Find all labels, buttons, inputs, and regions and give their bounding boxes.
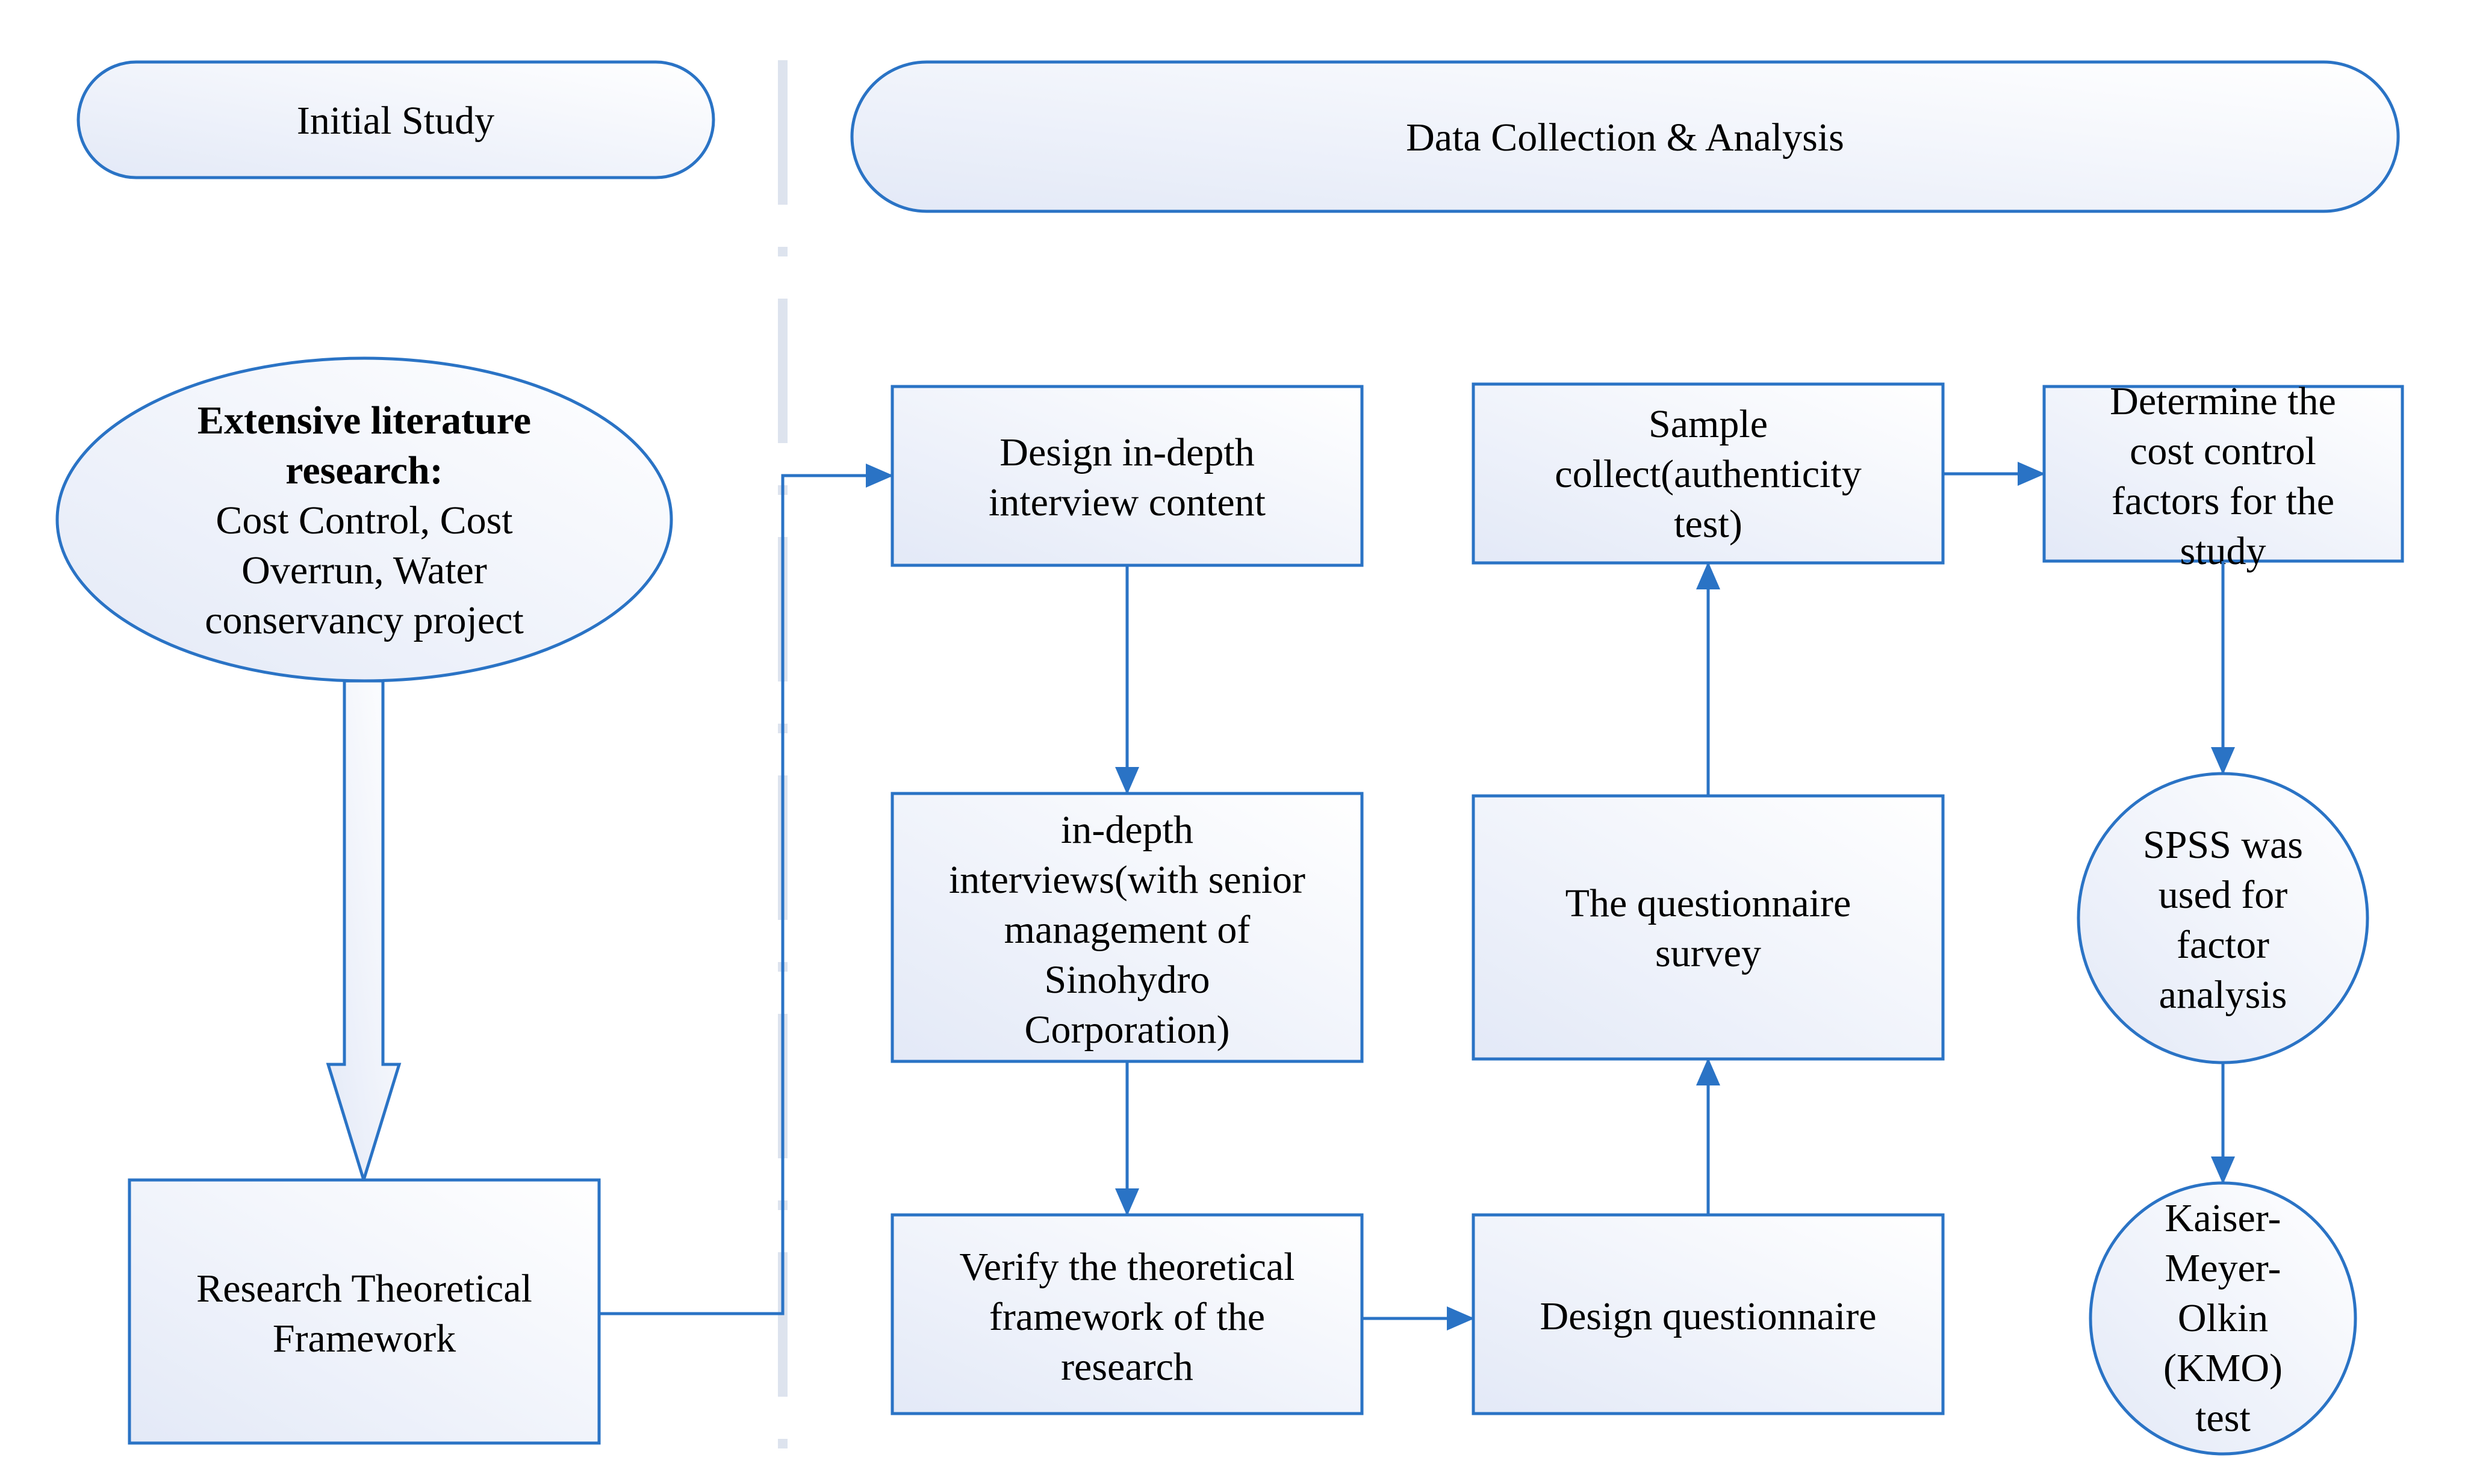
questionnaire-survey-line: The questionnaire: [1565, 881, 1851, 925]
design-questionnaire-line: Design questionnaire: [1540, 1294, 1876, 1338]
questionnaire-survey-line: survey: [1655, 931, 1761, 975]
interviews-line: in-depth: [1061, 808, 1193, 852]
determine-line: Determine the: [2110, 379, 2336, 423]
sample-text: Sample collect(authenticity test): [1555, 402, 1861, 546]
verify-line: research: [1061, 1345, 1193, 1389]
determine-text: Determine the cost control factors for the…: [2110, 379, 2336, 573]
interviews-line: Sinohydro: [1044, 958, 1210, 1002]
questionnaire-survey-text: The questionnaire survey: [1565, 881, 1851, 975]
node-questionnaire-survey: The questionnaire survey: [1472, 794, 1945, 1061]
node-design-interview: Design in-depth interview content: [891, 385, 1364, 567]
node-spss: SPSS was used for factor analysis: [2077, 772, 2369, 1064]
header-data-collection-label: Data Collection & Analysis: [1406, 116, 1844, 160]
framework-line: Framework: [273, 1317, 456, 1361]
determine-line: cost control: [2130, 429, 2316, 473]
spss-line: used for: [2159, 873, 2287, 917]
node-design-questionnaire: Design questionnaire: [1472, 1213, 1945, 1415]
kmo-line: Olkin: [2178, 1296, 2268, 1340]
framework-line: Research Theoretical: [196, 1267, 532, 1311]
spss-line: analysis: [2159, 973, 2287, 1017]
interviews-line: management of: [1004, 908, 1251, 952]
interviews-line: Corporation): [1025, 1008, 1230, 1052]
sample-line: test): [1674, 502, 1742, 546]
kmo-text: Kaiser- Meyer- Olkin (KMO) test: [2163, 1196, 2283, 1440]
node-verify-framework: Verify the theoretical framework of the re…: [891, 1213, 1364, 1415]
interviews-text: in-depth interviews(with senior management…: [949, 808, 1305, 1052]
spss-text: SPSS was used for factor analysis: [2143, 823, 2303, 1017]
spss-line: factor: [2177, 923, 2269, 967]
determine-line: factors for the: [2112, 479, 2334, 523]
verify-line: Verify the theoretical: [959, 1245, 1295, 1289]
verify-text: Verify the theoretical framework of the re…: [959, 1245, 1295, 1389]
verify-line: framework of the: [989, 1295, 1265, 1339]
header-initial-study-label: Initial Study: [297, 99, 494, 143]
hollow-down-arrow: [326, 679, 402, 1185]
arrow-framework-to-design-interview: [599, 464, 894, 1315]
literature-line: conservancy project: [205, 598, 524, 642]
spss-line: SPSS was: [2143, 823, 2303, 867]
header-data-collection: Data Collection & Analysis: [850, 60, 2400, 213]
interviews-line: interviews(with senior: [949, 858, 1305, 902]
header-initial-study: Initial Study: [76, 60, 715, 179]
sample-line: Sample: [1649, 402, 1768, 446]
node-interviews: in-depth interviews(with senior management…: [891, 792, 1364, 1063]
literature-text: Extensive literature research: Cost Contro…: [197, 399, 531, 642]
kmo-line: Meyer-: [2165, 1246, 2281, 1290]
kmo-line: test: [2195, 1396, 2251, 1440]
design-questionnaire-text: Design questionnaire: [1540, 1294, 1876, 1338]
node-literature-research: Extensive literature research: Cost Contro…: [55, 356, 673, 683]
literature-line: Overrun, Water: [241, 548, 487, 592]
node-determine-factors: Determine the cost control factors for the…: [2042, 379, 2404, 573]
sample-line: collect(authenticity: [1555, 452, 1861, 496]
design-interview-line: interview content: [989, 480, 1266, 524]
literature-line: Cost Control, Cost: [216, 498, 512, 542]
node-sample-collect: Sample collect(authenticity test): [1472, 382, 1945, 565]
literature-line: Extensive literature: [197, 399, 531, 442]
node-kmo: Kaiser- Meyer- Olkin (KMO) test: [2089, 1181, 2357, 1456]
design-interview-line: Design in-depth: [999, 430, 1254, 474]
kmo-line: (KMO): [2163, 1346, 2283, 1390]
kmo-line: Kaiser-: [2165, 1196, 2281, 1240]
design-interview-text: Design in-depth interview content: [989, 430, 1266, 524]
literature-line: research:: [285, 449, 443, 492]
